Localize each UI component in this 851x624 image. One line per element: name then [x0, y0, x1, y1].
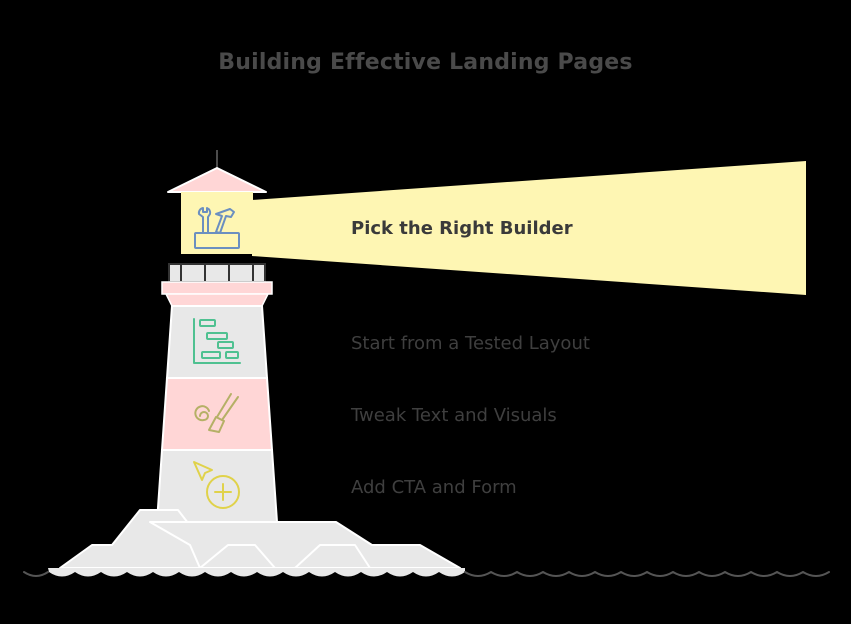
rock-wave-edge	[48, 568, 465, 577]
paintbrush-icon	[194, 393, 239, 433]
lantern-room	[181, 192, 253, 254]
lighthouse-roof	[167, 167, 267, 193]
sea-waves	[23, 570, 830, 577]
gallery-platform	[161, 281, 273, 295]
step-label-tweak-visuals: Tweak Text and Visuals	[351, 405, 557, 426]
rocks	[59, 509, 461, 569]
toolbox-icon	[194, 207, 240, 249]
tower-section-layout	[165, 305, 269, 379]
tower-section-visuals	[160, 377, 274, 451]
gallery-railing	[168, 263, 266, 283]
cursor-plus-icon	[193, 461, 240, 509]
gantt-layout-icon	[193, 318, 241, 364]
step-label-add-cta: Add CTA and Form	[351, 477, 517, 498]
step-label-tested-layout: Start from a Tested Layout	[351, 333, 590, 354]
diagram-title: Building Effective Landing Pages	[218, 50, 633, 75]
light-beam	[252, 161, 806, 295]
step-label-pick-builder: Pick the Right Builder	[351, 218, 573, 239]
